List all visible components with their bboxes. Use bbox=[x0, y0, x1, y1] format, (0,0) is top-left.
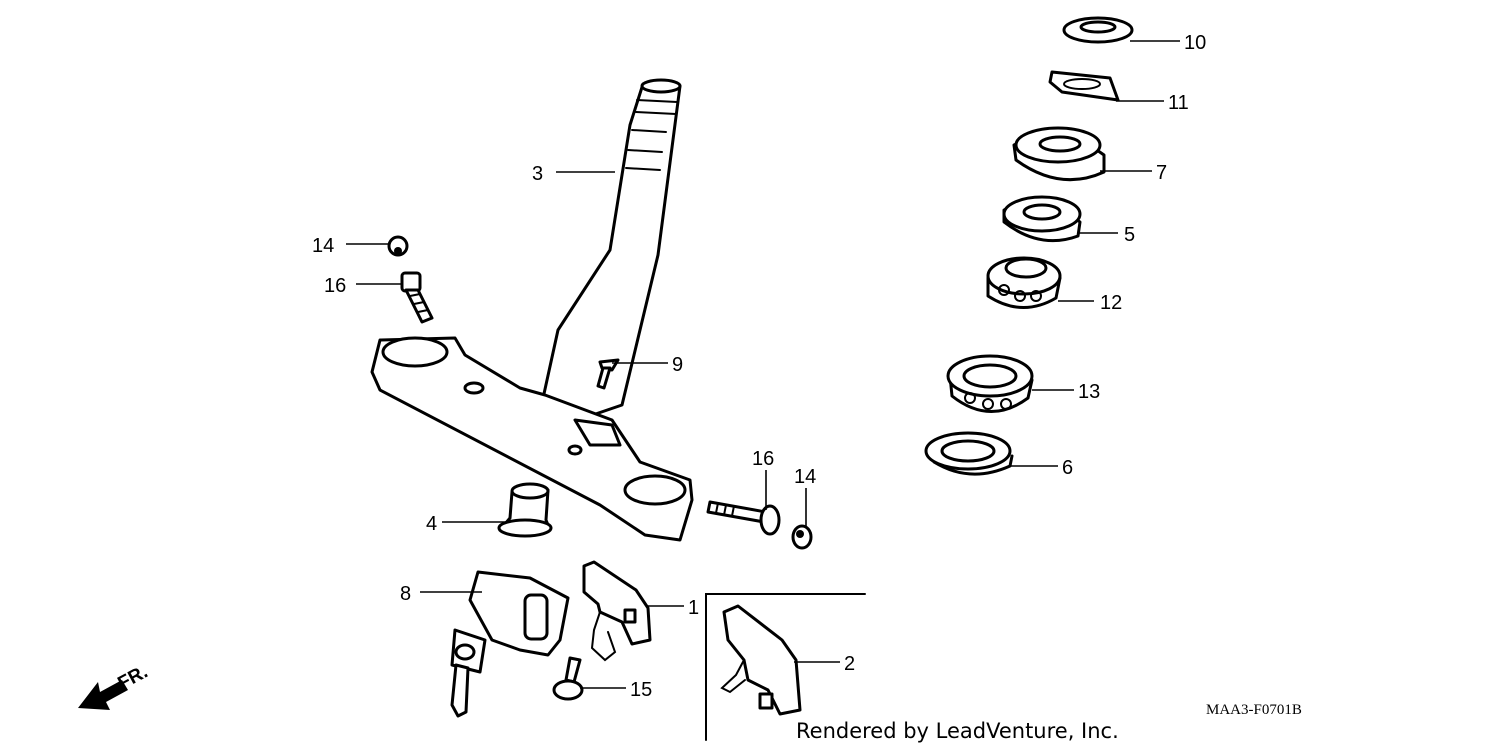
adjusting-nut-7 bbox=[1012, 126, 1106, 182]
bracket-2 bbox=[720, 604, 802, 716]
leader-lines bbox=[346, 40, 1180, 689]
bolt-top bbox=[400, 271, 434, 324]
callout-16-upper: 16 bbox=[324, 275, 346, 297]
dust-seal-6 bbox=[924, 431, 1014, 476]
callout-11: 11 bbox=[1168, 92, 1189, 114]
callout-13: 13 bbox=[1078, 381, 1100, 403]
dust-seal-5 bbox=[1002, 195, 1082, 243]
callout-1: 1 bbox=[688, 597, 699, 619]
flange-bolt bbox=[552, 656, 584, 701]
drawing-code: MAA3-F0701B bbox=[1206, 702, 1302, 718]
callout-15: 15 bbox=[630, 679, 652, 701]
callout-4: 4 bbox=[426, 513, 437, 535]
bearing-12 bbox=[986, 256, 1062, 309]
callout-2: 2 bbox=[844, 653, 855, 675]
washer-11 bbox=[1048, 70, 1120, 102]
callout-10: 10 bbox=[1184, 32, 1206, 54]
ignition-switch bbox=[450, 570, 570, 718]
steering-stem bbox=[538, 78, 682, 422]
grommet bbox=[497, 482, 553, 538]
callout-12: 12 bbox=[1100, 292, 1122, 314]
bearing-13 bbox=[946, 354, 1034, 413]
small-bolt bbox=[596, 358, 620, 390]
bottom-bridge bbox=[370, 336, 694, 542]
cap-nut-top bbox=[387, 235, 409, 257]
lock-washer-10 bbox=[1062, 16, 1134, 44]
render-credit: Rendered by LeadVenture, Inc. bbox=[796, 719, 1119, 743]
callout-16-lower: 16 bbox=[752, 448, 774, 470]
callout-8: 8 bbox=[400, 583, 411, 605]
bolt-lower bbox=[706, 500, 781, 536]
callout-14-upper: 14 bbox=[312, 235, 334, 257]
callout-6: 6 bbox=[1062, 457, 1073, 479]
bracket-1 bbox=[582, 560, 652, 662]
callout-7: 7 bbox=[1156, 162, 1167, 184]
callout-3: 3 bbox=[532, 163, 543, 185]
cap-nut-lower bbox=[791, 524, 813, 550]
front-arrow-icon bbox=[78, 680, 128, 710]
callout-5: 5 bbox=[1124, 224, 1135, 246]
callout-9: 9 bbox=[672, 354, 683, 376]
callout-14-lower: 14 bbox=[794, 466, 816, 488]
inset-frame bbox=[705, 593, 866, 741]
